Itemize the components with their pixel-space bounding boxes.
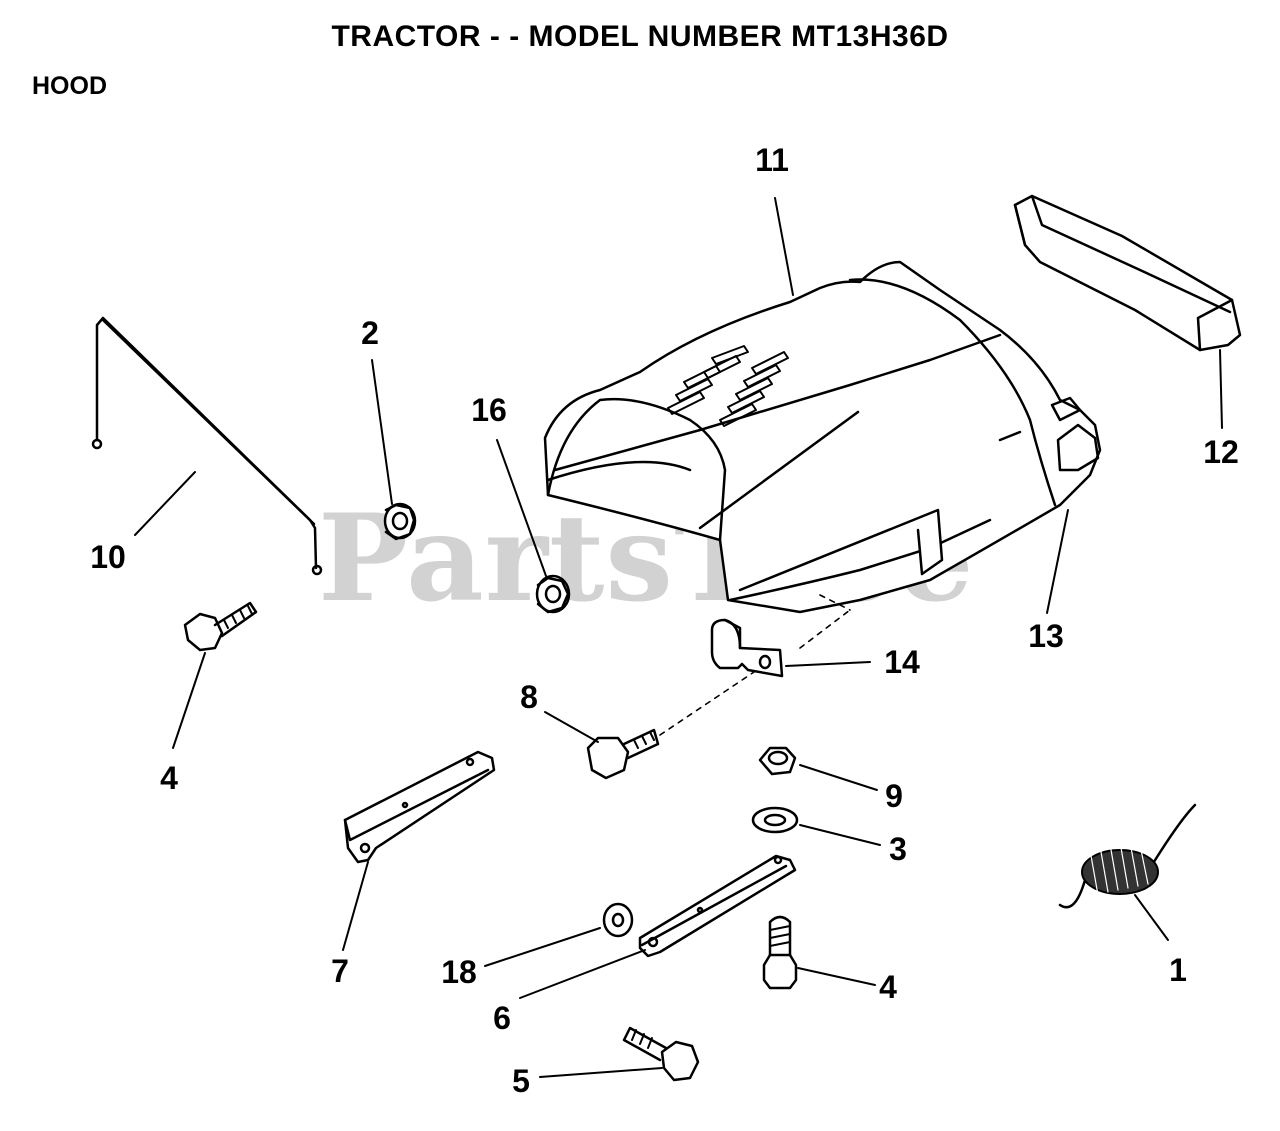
- leader-lines: [134, 197, 1223, 1078]
- assembly-dash-line: [659, 594, 851, 736]
- bracket-clip: [710, 618, 784, 678]
- callout-8: 8: [520, 679, 538, 715]
- callout-13: 13: [1028, 618, 1064, 654]
- nut-part-16: [535, 574, 571, 614]
- callout-1: 1: [1169, 952, 1187, 988]
- callout-7: 7: [331, 953, 349, 989]
- callout-18: 18: [441, 954, 477, 990]
- tension-spring: [1058, 803, 1197, 909]
- callout-12: 12: [1203, 434, 1239, 470]
- callout-4-left: 4: [160, 760, 178, 796]
- hood-trim-piece: [1013, 194, 1242, 352]
- washer-part-3: [751, 806, 799, 834]
- bolt-part-5: [622, 1026, 700, 1082]
- callout-9: 9: [885, 778, 903, 814]
- nut-part-9: [758, 746, 797, 776]
- section-label: HOOD: [32, 72, 107, 100]
- hinge-strap: [343, 750, 496, 864]
- callout-6: 6: [493, 1000, 511, 1036]
- bolt-part-4-bottom: [762, 915, 798, 990]
- callout-3: 3: [889, 831, 907, 867]
- callout-2: 2: [361, 315, 379, 351]
- callout-14: 14: [884, 644, 920, 680]
- washer-part-18: [602, 902, 634, 938]
- diagram-title: TRACTOR - - MODEL NUMBER MT13H36D: [331, 20, 949, 53]
- bolt-part-4-left: [183, 601, 258, 652]
- callout-11: 11: [755, 142, 789, 178]
- hood-vents: [667, 345, 789, 427]
- hood-shell: [543, 260, 1102, 614]
- bolt-part-8: [586, 728, 660, 780]
- nut-part-2: [383, 502, 417, 541]
- callout-4-bottom: 4: [879, 969, 897, 1005]
- link-strap: [638, 854, 797, 958]
- callout-5: 5: [512, 1063, 530, 1099]
- callout-16: 16: [471, 392, 507, 428]
- hood-support-rod: [91, 316, 323, 576]
- callout-10: 10: [90, 539, 126, 575]
